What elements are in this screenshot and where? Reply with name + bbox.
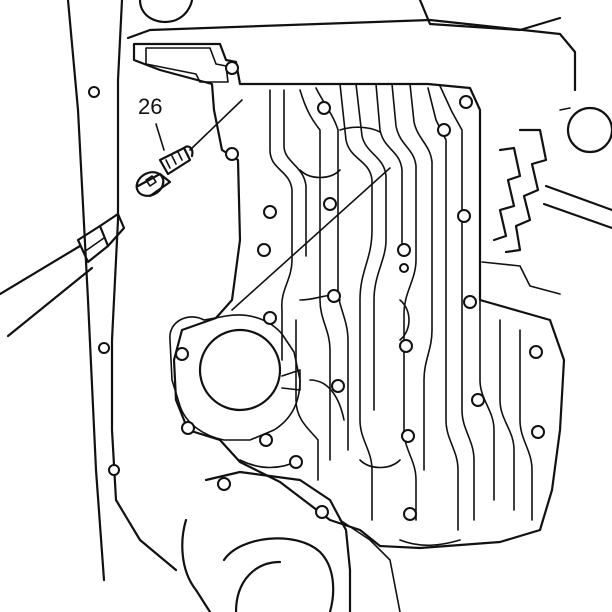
case-hole [88, 86, 100, 98]
bolt-hole [263, 311, 277, 325]
bolt-26 [135, 145, 194, 198]
case-hole [108, 464, 120, 476]
bolt-holes [175, 61, 545, 521]
bolt-hole [401, 429, 415, 443]
bolt-hole [399, 263, 409, 273]
bolt-hole [259, 433, 273, 447]
bolt-hole [225, 147, 239, 161]
case-hole [98, 342, 110, 354]
bolt-hole [263, 205, 277, 219]
bolt-hole [257, 243, 271, 257]
top-housing [126, 0, 577, 92]
bolt-hole [331, 379, 345, 393]
bolt-hole [225, 61, 239, 75]
bolt-hole [529, 345, 543, 359]
bolt-hole [317, 101, 331, 115]
driver-tool [0, 212, 126, 338]
detent-bracket [481, 106, 612, 295]
fluid-passages [239, 83, 533, 531]
bolt-hole [175, 347, 189, 361]
bolt-hole [397, 243, 411, 257]
bolt-hole [315, 505, 329, 519]
bolt-hole [403, 507, 417, 521]
bolt-hole [471, 393, 485, 407]
bolt-hole [459, 95, 473, 109]
bolt-hole [437, 123, 451, 137]
bottom-housing [181, 470, 461, 612]
bolt-hole [531, 425, 545, 439]
bolt-hole [457, 209, 471, 223]
callout-label-26: 26 [138, 94, 163, 119]
callout-leader-26 [155, 123, 165, 151]
installation-guide-lines [189, 99, 391, 311]
bolt-hole [181, 421, 195, 435]
bolt-hole [327, 289, 341, 303]
case-outline [66, 0, 178, 582]
bolt-hole [463, 295, 477, 309]
bolt-hole [323, 197, 337, 211]
bolt-hole [289, 455, 303, 469]
separator-plate [132, 42, 566, 550]
bolt-hole [217, 477, 231, 491]
bolt-hole [399, 339, 413, 353]
large-port [169, 314, 301, 441]
